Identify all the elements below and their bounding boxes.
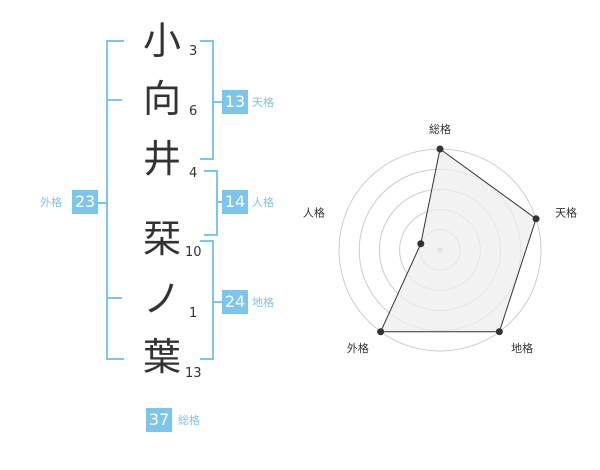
jinkaku-label: 人格 bbox=[252, 196, 274, 209]
name-char-6: 葉 bbox=[142, 335, 181, 379]
stroke-count-6: 13 bbox=[185, 366, 202, 381]
chikaku-connector bbox=[214, 301, 222, 303]
tenkaku-value-badge: 13 bbox=[222, 90, 248, 114]
gaikaku-tick-2 bbox=[106, 297, 122, 299]
tenkaku-label: 天格 bbox=[252, 96, 274, 109]
stroke-count-1: 3 bbox=[189, 44, 198, 59]
stroke-count-2: 6 bbox=[189, 104, 198, 119]
radar-area bbox=[379, 148, 537, 333]
gaikaku-tick-1 bbox=[106, 99, 122, 101]
radar-point-5 bbox=[417, 240, 425, 248]
name-char-4: 栞 bbox=[142, 217, 181, 261]
chikaku-bracket bbox=[200, 240, 214, 360]
radar-point-2 bbox=[532, 215, 540, 223]
chikaku-label: 地格 bbox=[252, 296, 274, 309]
gaikaku-bracket bbox=[106, 40, 124, 360]
radar-axis-label-2: 天格 bbox=[555, 206, 577, 220]
radar-axis-label-5: 人格 bbox=[303, 206, 325, 220]
gaikaku-connector bbox=[98, 202, 106, 204]
name-char-2: 向 bbox=[142, 77, 181, 121]
stroke-count-4: 10 bbox=[185, 245, 202, 260]
jinkaku-bracket bbox=[204, 170, 218, 236]
tenkaku-bracket bbox=[200, 40, 214, 160]
radar-point-3 bbox=[495, 328, 503, 336]
tenkaku-connector bbox=[214, 101, 222, 103]
radar-axis-label-3: 地格 bbox=[511, 341, 533, 355]
radar-point-4 bbox=[377, 328, 385, 336]
radar-point-1 bbox=[436, 145, 444, 153]
radar-axis-label-4: 外格 bbox=[347, 341, 369, 355]
name-char-5: ノ bbox=[142, 277, 181, 321]
stroke-count-5: 1 bbox=[189, 306, 198, 321]
stroke-count-3: 4 bbox=[189, 166, 198, 181]
chikaku-value-badge: 24 bbox=[222, 290, 248, 314]
gaikaku-value-badge: 23 bbox=[72, 190, 98, 214]
name-char-3: 井 bbox=[142, 137, 181, 181]
soukaku-label: 総格 bbox=[178, 414, 200, 427]
jinkaku-connector bbox=[218, 201, 224, 203]
radar-axis-label-1: 総格 bbox=[429, 122, 451, 136]
jinkaku-value-badge: 14 bbox=[222, 190, 248, 214]
soukaku-value-badge: 37 bbox=[146, 408, 172, 432]
name-char-1: 小 bbox=[142, 19, 181, 63]
gaikaku-label: 外格 bbox=[40, 196, 62, 209]
